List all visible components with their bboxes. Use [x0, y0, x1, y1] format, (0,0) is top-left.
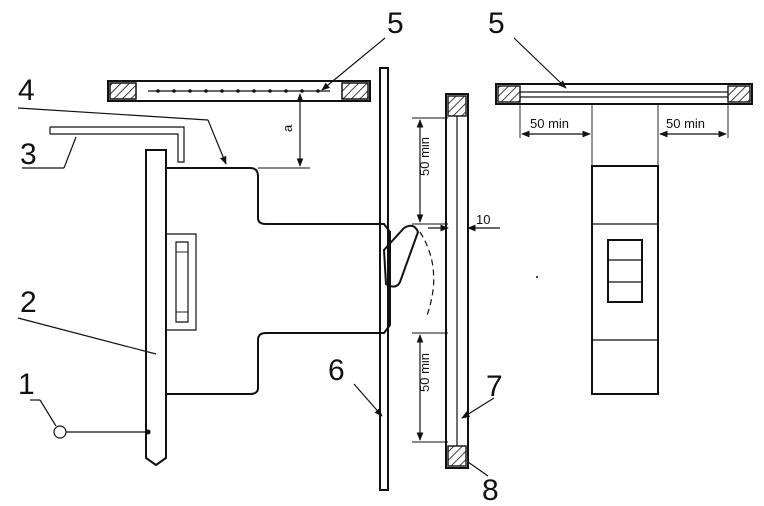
callout-5-left: 5 — [321, 7, 404, 91]
callout-4: 4 — [17, 74, 227, 165]
dimension-50min-upper: 50 min — [412, 117, 448, 225]
svg-text:1: 1 — [18, 368, 35, 401]
dimension-50min-lower: 50 min — [412, 332, 448, 443]
mounting-wall — [145, 149, 167, 467]
top-heating-plate-left — [107, 80, 371, 102]
svg-text:7: 7 — [486, 370, 503, 403]
top-heating-plate-right — [495, 83, 753, 105]
callout-2: 2 — [17, 286, 157, 355]
device-body — [166, 167, 435, 395]
svg-text:5: 5 — [387, 7, 404, 40]
svg-text:3: 3 — [20, 138, 37, 171]
callout-7: 7 — [461, 370, 503, 419]
svg-text:50 min: 50 min — [417, 353, 432, 392]
svg-text:50 min: 50 min — [417, 137, 432, 176]
dimension-a: a — [258, 93, 310, 169]
terminal — [53, 425, 151, 439]
device-front-view — [591, 165, 659, 395]
callout-6: 6 — [328, 354, 383, 417]
svg-text:8: 8 — [482, 474, 499, 506]
svg-text:50 min: 50 min — [666, 116, 705, 131]
dimension-50min-right-right: 50 min — [657, 104, 729, 166]
front-panel — [445, 93, 469, 469]
heating-dots — [156, 89, 320, 93]
svg-text:a: a — [280, 124, 295, 132]
svg-text:2: 2 — [20, 286, 37, 319]
partition-plate — [379, 67, 389, 491]
callout-8: 8 — [467, 461, 499, 506]
callout-1: 1 — [18, 368, 57, 427]
svg-text:6: 6 — [328, 354, 345, 387]
dimension-10: 10 — [428, 212, 500, 232]
callout-3: 3 — [20, 136, 77, 171]
svg-text:5: 5 — [488, 7, 505, 40]
svg-text:4: 4 — [18, 74, 35, 107]
callout-5-right: 5 — [488, 7, 567, 89]
probe — [49, 126, 185, 163]
svg-text:50 min: 50 min — [530, 116, 569, 131]
stray-mark — [536, 276, 538, 278]
dimension-50min-right-left: 50 min — [519, 104, 593, 166]
svg-text:10: 10 — [476, 212, 490, 227]
